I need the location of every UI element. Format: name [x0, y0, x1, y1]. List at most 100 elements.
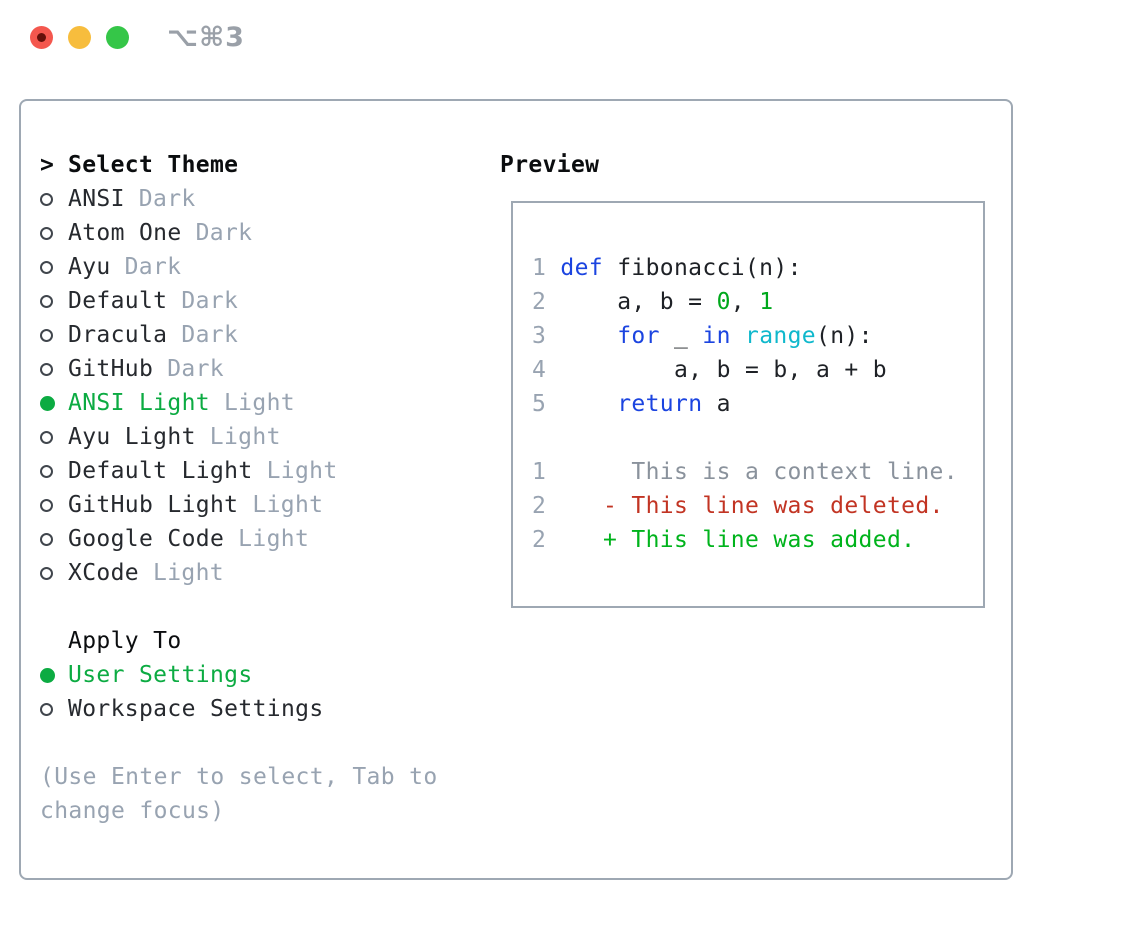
apply-to-header: Apply To	[40, 624, 480, 658]
theme-option[interactable]: XCode Light	[40, 556, 480, 590]
theme-option[interactable]: Ayu Light Light	[40, 420, 480, 454]
theme-option[interactable]: ANSI Dark	[40, 182, 480, 216]
radio-circle	[40, 702, 53, 716]
code-line: 5 return a	[532, 387, 983, 421]
code-segment: range	[745, 323, 816, 349]
code-segment: _	[659, 323, 703, 349]
radio-unselected-icon	[40, 328, 68, 342]
option-variant-label: Dark	[195, 220, 253, 246]
theme-option[interactable]: GitHub Dark	[40, 352, 480, 386]
help-text: (Use Enter to select, Tab to change focu…	[40, 764, 438, 824]
option-label: ANSI	[68, 186, 125, 212]
minimize-button[interactable]	[68, 26, 91, 49]
option-label: Default	[68, 288, 168, 314]
code-segment: a	[702, 391, 731, 417]
titlebar: ⌥⌘3	[0, 0, 1140, 80]
code-line: 2 - This line was deleted.	[532, 489, 983, 523]
code-line: 4 a, b = b, a + b	[532, 353, 983, 387]
radio-circle	[40, 667, 55, 683]
radio-circle	[40, 192, 53, 206]
option-label: Atom One	[68, 220, 182, 246]
close-button[interactable]	[30, 26, 53, 49]
apply-to-option[interactable]: Workspace Settings	[40, 692, 480, 726]
code-segment: in	[702, 323, 731, 349]
radio-circle	[40, 395, 55, 411]
code-line: 3 for _ in range(n):	[532, 319, 983, 353]
theme-option[interactable]: Default Dark	[40, 284, 480, 318]
radio-unselected-icon	[40, 294, 68, 308]
radio-unselected-icon	[40, 430, 68, 444]
radio-circle	[40, 566, 53, 580]
theme-list-header: > Select Theme	[40, 148, 480, 182]
line-number: 2	[532, 493, 561, 519]
option-variant-label: Light	[209, 424, 281, 450]
radio-unselected-icon	[40, 362, 68, 376]
radio-unselected-icon	[40, 226, 68, 240]
option-variant-label: Dark	[181, 322, 239, 348]
radio-circle	[40, 464, 53, 478]
theme-list-title: Select Theme	[68, 152, 239, 178]
option-label: GitHub	[68, 356, 154, 382]
radio-selected-icon	[40, 395, 68, 411]
option-label: ANSI Light	[68, 390, 210, 416]
preview-title: Preview	[500, 152, 600, 178]
spacer-row	[40, 590, 480, 624]
line-number: 1	[532, 459, 561, 485]
option-variant-label: Dark	[167, 356, 224, 382]
radio-unselected-icon	[40, 566, 68, 580]
code-segment	[560, 391, 617, 417]
apply-to-option[interactable]: User Settings	[40, 658, 480, 692]
code-line: 1 def fibonacci(n):	[532, 251, 983, 285]
option-variant-label: Light	[266, 458, 338, 484]
code-line: 2 + This line was added.	[532, 523, 983, 557]
code-segment: 1	[759, 289, 774, 315]
code-segment: (n):	[816, 323, 873, 349]
option-variant-label: Dark	[181, 288, 239, 314]
zoom-button[interactable]	[106, 26, 129, 49]
radio-circle	[40, 430, 53, 444]
line-number: 1	[532, 255, 561, 281]
option-label: Ayu	[68, 254, 111, 280]
focus-caret-icon: >	[40, 152, 55, 178]
code-segment: def	[560, 255, 603, 281]
radio-selected-icon	[40, 667, 68, 683]
option-variant-label: Light	[153, 560, 224, 586]
theme-option[interactable]: Atom One Dark	[40, 216, 480, 250]
option-variant-label: Dark	[138, 186, 196, 212]
code-segment: + This line was added.	[560, 527, 916, 553]
option-label: Ayu Light	[68, 424, 196, 450]
radio-circle	[40, 328, 53, 342]
code-line: 1 This is a context line.	[532, 455, 983, 489]
code-segment: a, b = b, a + b	[560, 357, 887, 383]
option-label: Workspace Settings	[68, 696, 324, 722]
radio-unselected-icon	[40, 192, 68, 206]
radio-unselected-icon	[40, 532, 68, 546]
code-line: 2 a, b = 0, 1	[532, 285, 983, 319]
radio-circle	[40, 226, 53, 240]
code-segment: ,	[730, 289, 760, 315]
option-label: User Settings	[68, 662, 253, 688]
code-line	[532, 421, 983, 455]
code-segment: for	[617, 323, 660, 349]
line-number: 3	[532, 323, 561, 349]
keyboard-shortcut-label: ⌥⌘3	[167, 22, 245, 53]
code-segment: a, b =	[560, 289, 717, 315]
option-label: XCode	[68, 560, 139, 586]
option-label: GitHub Light	[68, 492, 239, 518]
radio-circle	[40, 532, 53, 546]
line-number: 4	[532, 357, 561, 383]
radio-unselected-icon	[40, 498, 68, 512]
radio-circle	[40, 362, 53, 376]
code-segment: fibonacci(n):	[603, 255, 802, 281]
radio-circle	[40, 294, 53, 308]
option-variant-label: Light	[238, 526, 310, 552]
